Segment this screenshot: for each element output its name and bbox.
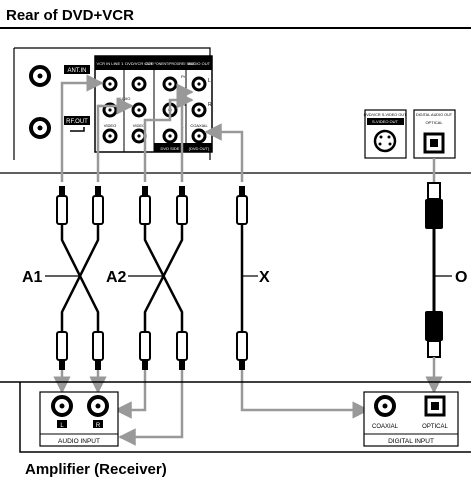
ant-in-jack xyxy=(29,65,51,87)
col-header-dvd-vcr-out: DVD/VCR OUT xyxy=(125,61,153,66)
receiver-coaxial-label: COAXIAL xyxy=(372,424,399,430)
cable-x-label: X xyxy=(259,269,270,286)
audio-out-l-label: L xyxy=(208,78,211,84)
col-header-vcr-in: VCR IN LINE 1 xyxy=(97,61,125,66)
coaxial-out-label: COAXIAL xyxy=(190,123,208,128)
receiver-audio-r-jack xyxy=(87,395,109,417)
audio-input-label: AUDIO INPUT xyxy=(58,438,100,445)
rf-out-arrow-icon xyxy=(70,127,85,132)
cable-a2-label: A2 xyxy=(106,269,127,286)
cable-a1-label: A1 xyxy=(22,269,43,286)
digital-audio-out-label: DIGITAL AUDIO OUT xyxy=(416,113,453,117)
receiver-optical-label: OPTICAL xyxy=(422,424,448,430)
top-title: Rear of DVD+VCR xyxy=(6,7,134,24)
col-header-audio-out: AUDIO OUT xyxy=(188,61,211,66)
rf-out-label-box xyxy=(64,116,90,125)
receiver-body xyxy=(0,381,471,453)
audio-out-r-label: R xyxy=(208,102,212,108)
receiver-l-label: L xyxy=(60,423,64,429)
col-header-component: COMPONENT/PROGRESSIVE xyxy=(145,62,195,66)
receiver-r-label: R xyxy=(96,423,101,429)
rf-out-jack xyxy=(29,117,51,139)
rca-cables xyxy=(56,186,248,370)
bottom-signal-arrows xyxy=(53,357,443,446)
spdif-out-label: (DVD OUT) xyxy=(189,146,210,151)
row-video-label-right: VIDEO xyxy=(133,123,145,128)
svideo-label: DVD/VCR S-VIDEO OUT xyxy=(364,113,408,117)
svideo-jack xyxy=(373,129,397,153)
dvd-side-label: DVD SIDE xyxy=(161,146,180,151)
svideo-sub-box xyxy=(367,118,404,125)
ant-in-label-box xyxy=(64,65,90,74)
cable-o-label: O xyxy=(455,269,467,286)
bottom-title: Amplifier (Receiver) xyxy=(25,461,167,478)
receiver-optical-jack xyxy=(424,395,446,417)
row-video-label-left: VIDEO xyxy=(104,123,116,128)
row-audio-label: AUDIO xyxy=(118,96,131,101)
rf-out-label: RF.OUT xyxy=(66,119,88,125)
receiver-audio-l-jack xyxy=(51,395,73,417)
optical-cable xyxy=(425,182,443,358)
ant-in-label: ANT.IN xyxy=(67,68,86,74)
pr-label: Pr xyxy=(181,74,186,79)
receiver-coaxial-jack xyxy=(374,395,396,417)
optical-out-label: OPTICAL xyxy=(425,120,443,125)
svideo-sub-label: S-VIDEO OUT xyxy=(372,119,399,124)
top-signal-arrows xyxy=(60,74,436,183)
digital-input-label: DIGITAL INPUT xyxy=(388,438,434,445)
